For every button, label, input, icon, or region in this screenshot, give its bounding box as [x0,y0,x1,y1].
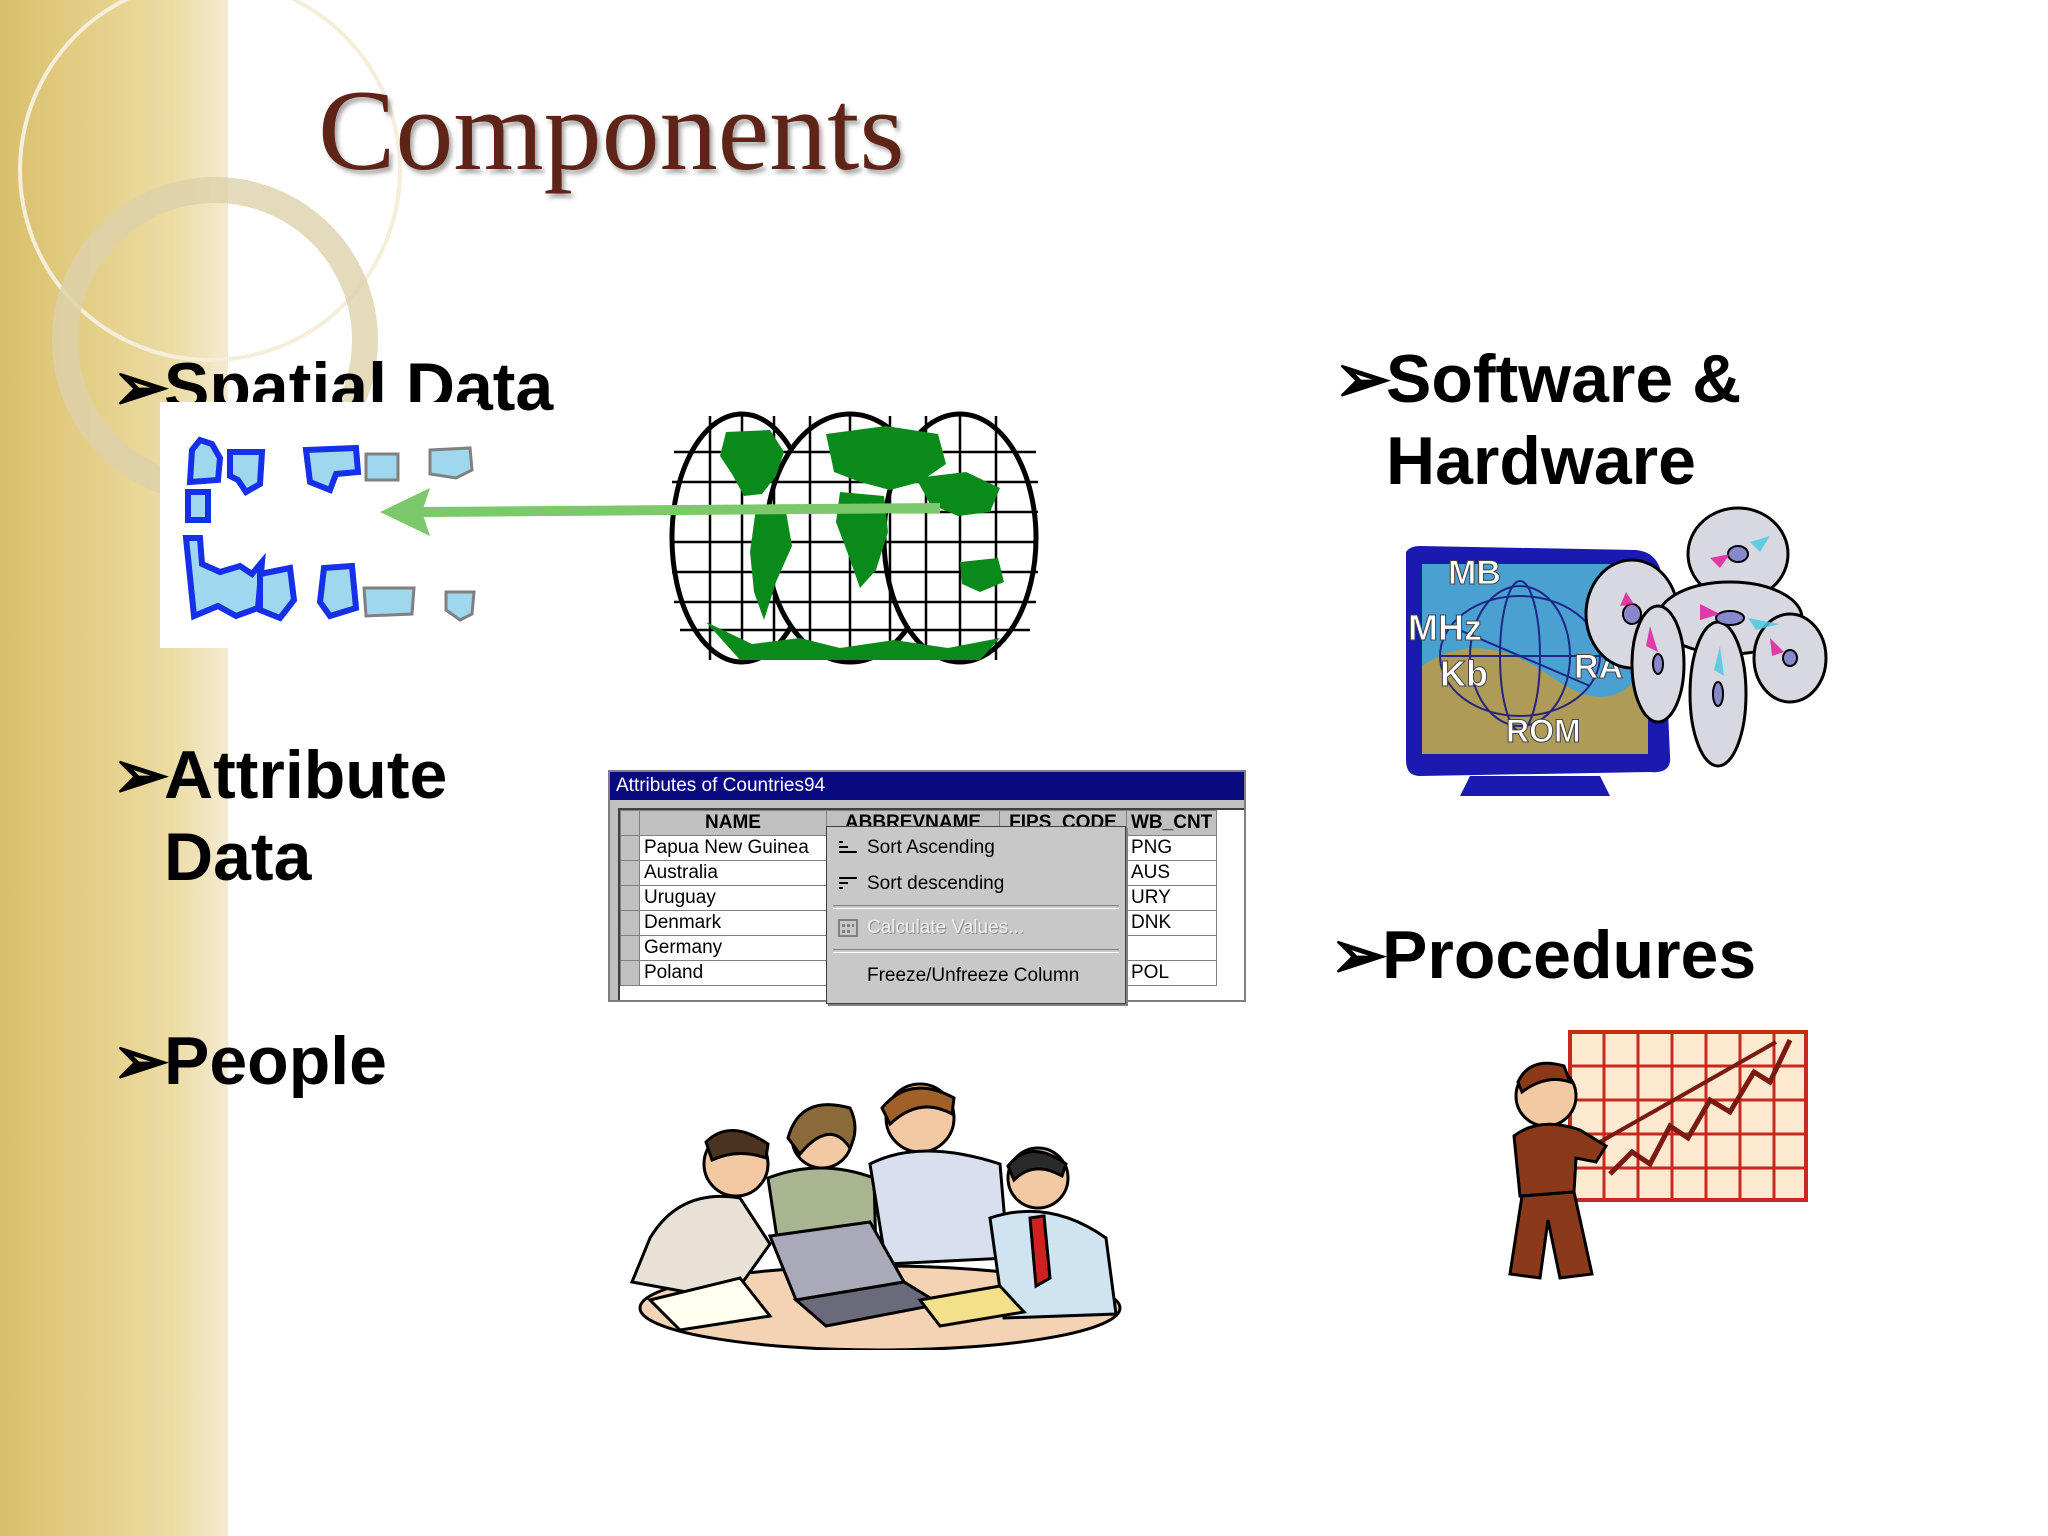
presenter-icon [1508,1040,1777,1280]
cell-name: Denmark [639,910,827,936]
bullet-attribute-data: ➢Attribute Data [112,734,447,898]
menu-separator [833,905,1119,909]
spatial-data-illustration [160,402,1039,665]
sort-ascending-icon [839,841,857,853]
menu-item-sort-descending[interactable]: Sort descending [867,873,1005,894]
menu-separator [833,949,1119,953]
label-rom: ROM [1506,713,1581,749]
arrow-bullet-icon: ➢ [1330,917,1387,993]
arrow-left-icon [380,488,941,536]
procedures-illustration [1508,1030,1808,1280]
window-title: Attributes of Countries94 [610,772,1244,800]
arrow-bullet-icon: ➢ [112,349,169,425]
label-kb: Kb [1440,653,1488,694]
row-selector[interactable] [620,935,640,961]
bullet-label: Software & [1386,341,1742,417]
cell-name: Poland [639,960,827,986]
row-selector[interactable] [620,860,640,886]
world-map-icon [669,411,1039,665]
cell-name: Germany [639,935,827,961]
row-selector[interactable] [620,835,640,861]
bullet-people: ➢People [112,1020,387,1102]
row-selector[interactable] [620,960,640,986]
cell-wb-cnt [1125,935,1218,961]
label-mhz: MHz [1408,607,1482,648]
hardware-illustration: MB MHz Kb RA ROM [1406,506,1828,796]
row-selector-header[interactable] [620,810,640,836]
bullet-label: Procedures [1382,917,1757,993]
bullet-procedures: ➢Procedures [1330,914,1756,996]
bullet-label: People [164,1023,387,1099]
menu-item-calculate-values[interactable]: Calculate Values... [867,917,1025,938]
arrow-bullet-icon: ➢ [112,1023,169,1099]
bullet-label-line2: Data [164,819,312,895]
column-context-menu: Sort Ascending Sort descending Calculate… [826,826,1126,1004]
calculator-icon [838,919,858,937]
sort-descending-icon [839,877,857,889]
cell-wb-cnt: AUS [1125,860,1218,886]
cell-name: Australia [639,860,827,886]
bullet-label: Attribute [164,737,448,813]
chart-board-icon [1568,1030,1808,1202]
arrow-bullet-icon: ➢ [1334,341,1391,417]
column-header-name[interactable]: NAME [639,810,827,836]
people-illustration [629,1082,1122,1350]
cell-name: Papua New Guinea [639,835,827,861]
cell-wb-cnt: URY [1125,885,1218,911]
cd-discs-icon [1584,506,1828,768]
cell-wb-cnt: POL [1125,960,1218,986]
menu-item-sort-ascending[interactable]: Sort Ascending [867,837,995,858]
row-selector[interactable] [620,885,640,911]
polygon-shapes [182,436,362,622]
cell-wb-cnt: DNK [1125,910,1218,936]
menu-item-freeze-column[interactable]: Freeze/Unfreeze Column [867,965,1080,986]
arrow-bullet-icon: ➢ [112,737,169,813]
slide-title: Components [318,67,905,195]
row-selector[interactable] [620,910,640,936]
bullet-label-line2: Hardware [1386,423,1696,499]
cell-wb-cnt: PNG [1125,835,1218,861]
cell-name: Uruguay [639,885,827,911]
label-mb: MB [1448,554,1501,592]
bullet-software-hardware: ➢Software & Hardware [1334,338,1741,502]
column-header-wb-cnt[interactable]: WB_CNT [1125,810,1218,836]
